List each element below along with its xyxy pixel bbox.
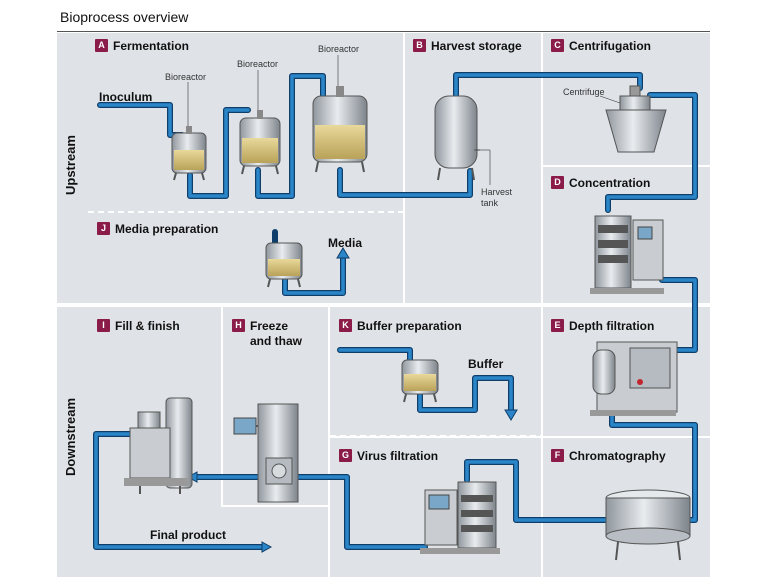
bioreactor-2-icon (239, 110, 281, 175)
upstream-label: Upstream (63, 135, 78, 195)
label-leaders (187, 55, 621, 185)
virus-filtration-icon (420, 481, 500, 554)
badge-buffer-preparation: K (339, 319, 352, 332)
label-bioreactor-2: Bioreactor (237, 59, 279, 69)
badge-depth-filtration: E (551, 319, 564, 332)
badge-fermentation: A (95, 39, 108, 52)
label-centrifuge: Centrifuge (563, 87, 605, 97)
badge-fill-finish: I (97, 319, 110, 332)
title-fermentation: Fermentation (113, 39, 190, 53)
title-harvest-storage: Harvest storage (431, 39, 522, 53)
badge-concentration: D (551, 176, 564, 189)
arrow-buffer (504, 409, 518, 421)
title-concentration: Concentration (569, 176, 651, 190)
title-buffer-preparation: Buffer preparation (357, 319, 462, 333)
bioreactor-1-icon (171, 126, 207, 181)
arrow-final-product (261, 541, 273, 553)
badge-chromatography: F (551, 449, 564, 462)
flow-label-final-product: Final product (150, 528, 226, 542)
fill-finish-machine-icon (124, 397, 193, 494)
flow-label-inoculum: Inoculum (99, 90, 153, 104)
freeze-thaw-unit-icon (233, 403, 299, 503)
badge-virus-filtration: G (339, 449, 352, 462)
title-centrifugation: Centrifugation (569, 39, 651, 53)
divider-v-upper-1 (403, 33, 405, 303)
centrifuge-icon (605, 85, 667, 153)
bioreactor-3-icon (312, 86, 368, 173)
badge-freeze-thaw: H (232, 319, 245, 332)
divider-h-upper-right (543, 165, 710, 167)
title-freeze-thaw: Freeze and thaw (250, 319, 303, 348)
title-media-preparation: Media preparation (115, 222, 219, 236)
title-fill-finish: Fill & finish (115, 319, 180, 333)
depth-filtration-icon (590, 341, 678, 416)
flow-label-buffer: Buffer (468, 357, 504, 371)
concentration-unit-icon (590, 215, 664, 294)
flow-label-media: Media (328, 236, 363, 250)
media-tank-icon (265, 242, 303, 288)
arrow-media (336, 247, 350, 259)
badge-centrifugation: C (551, 39, 564, 52)
pipe-virus-freeze (192, 474, 428, 550)
divider-v-lower-2 (328, 307, 330, 577)
badge-media-preparation: J (97, 222, 110, 235)
downstream-label: Downstream (63, 397, 78, 476)
harvest-tank-icon (434, 95, 480, 181)
title-virus-filtration: Virus filtration (357, 449, 439, 463)
pipe-concentration-depth (659, 277, 698, 353)
divider-h-freeze (221, 505, 328, 507)
label-harvest-tank: Harvest tank (481, 187, 513, 208)
chromatography-column-icon (605, 489, 691, 561)
title-chromatography: Chromatography (569, 449, 666, 463)
divider-h-mid (57, 303, 710, 307)
title-depth-filtration: Depth filtration (569, 319, 655, 333)
label-bioreactor-3: Bioreactor (318, 44, 360, 54)
diagram-title: Bioprocess overview (60, 9, 189, 25)
divider-v-upper-2 (541, 33, 543, 303)
divider-v-lower-1 (221, 307, 223, 507)
label-bioreactor-1: Bioreactor (165, 72, 207, 82)
divider-h-lower-right (543, 436, 710, 438)
badge-harvest-storage: B (413, 39, 426, 52)
buffer-tank-icon (401, 359, 439, 403)
pipe-harvest-centrifuge (453, 72, 643, 103)
divider-v-lower-3 (541, 307, 543, 577)
title-rule (57, 31, 710, 32)
